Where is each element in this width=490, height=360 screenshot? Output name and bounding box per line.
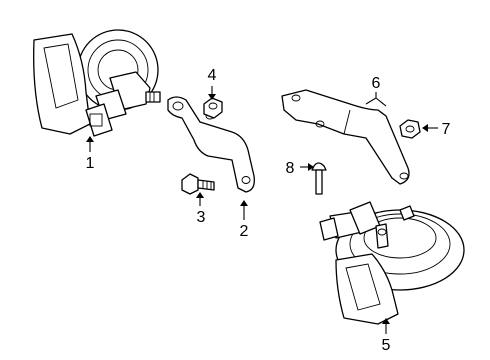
arrowhead-2 xyxy=(240,200,248,206)
leader-6b xyxy=(375,97,387,107)
arrowhead-5 xyxy=(382,318,390,324)
horn-left xyxy=(33,29,161,137)
callout-8: 8 xyxy=(286,160,295,177)
callout-4: 4 xyxy=(208,67,217,84)
arrowhead-4 xyxy=(208,94,216,100)
callout-2: 2 xyxy=(240,223,249,240)
leader-lines xyxy=(86,86,438,334)
callout-1: 1 xyxy=(86,155,95,172)
nut-7 xyxy=(399,119,421,139)
callout-3: 3 xyxy=(197,209,206,226)
arrowhead-8 xyxy=(308,163,314,171)
callout-6: 6 xyxy=(372,75,381,92)
leader-6 xyxy=(365,92,377,105)
bracket-6 xyxy=(281,89,410,185)
callout-7: 7 xyxy=(442,121,451,138)
arrowhead-7 xyxy=(422,124,428,132)
stud-8 xyxy=(311,162,327,195)
bolt-3 xyxy=(181,173,215,195)
arrowhead-3 xyxy=(196,192,204,198)
horn-right xyxy=(319,201,465,325)
callout-5: 5 xyxy=(382,337,391,354)
arrowhead-1 xyxy=(86,136,94,142)
nut-4 xyxy=(203,97,223,119)
